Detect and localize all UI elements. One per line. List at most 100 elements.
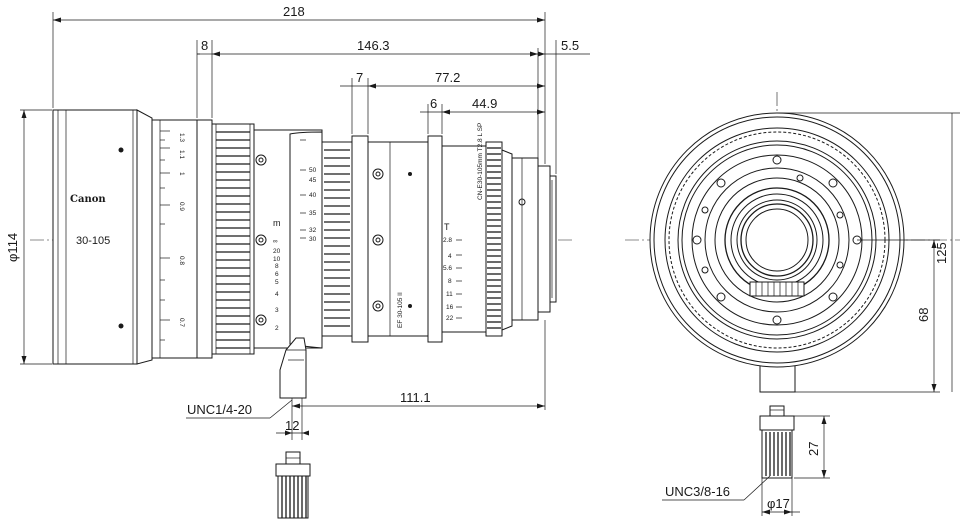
svg-text:4: 4 (275, 291, 279, 298)
svg-text:8: 8 (275, 263, 279, 270)
dim-overall-height: 125 (934, 242, 949, 264)
focus-screw-middle (255, 234, 267, 246)
iris-knurled-ring (485, 141, 503, 337)
rear-element (740, 203, 814, 277)
zoom-label-5: 0.8 (178, 256, 185, 265)
svg-text:16: 16 (446, 304, 454, 311)
front-screw-bottom (118, 323, 124, 329)
middle-screw-bottom (372, 300, 384, 312)
zoom-angle-ticks (300, 139, 306, 239)
zoom-scale-section (151, 119, 198, 359)
svg-text:2.8: 2.8 (443, 237, 452, 244)
dim-knob-height: 27 (806, 442, 821, 456)
dim-overall-length: 218 (283, 4, 305, 19)
side-view: 1.3 1.1 1 0.9 0.8 0.7 Canon 30-105 (30, 109, 572, 410)
svg-text:5: 5 (275, 279, 279, 286)
svg-text:8: 8 (448, 278, 452, 285)
serial-marking: EF 30-105 II (397, 292, 404, 328)
svg-text:50: 50 (309, 167, 317, 174)
svg-text:∞: ∞ (273, 238, 278, 245)
front-view (625, 92, 960, 393)
front-dimensions: 125 68 27 φ17 UNC3/8-16 (662, 112, 960, 516)
dim-mid-to-mount: 77.2 (435, 70, 460, 85)
dim-foot-to-mount: 111.1 (400, 390, 431, 405)
mid-ring (351, 135, 369, 343)
svg-text:20: 20 (273, 248, 281, 255)
brand-logo: Canon (70, 194, 106, 205)
side-knob-collar (275, 463, 311, 477)
rear-taper (501, 149, 513, 331)
zoom-label-6: 0.7 (178, 318, 185, 327)
rear-mount-body (511, 157, 539, 321)
focus-scale: ∞ 20 10 8 6 5 4 3 2 (273, 238, 281, 332)
dim-rear-ring: 6 (430, 96, 437, 111)
zoom-scale-ticks (160, 130, 170, 341)
dim-body-to-mount: 146.3 (357, 38, 390, 53)
front-focus-knob (759, 405, 795, 479)
mount-ring (704, 167, 850, 313)
thread-side-label: UNC1/4-20 (187, 402, 252, 417)
thread-front-label: UNC3/8-16 (665, 484, 730, 499)
focus-knurled-ring (321, 141, 353, 337)
front-knob-grip (761, 429, 793, 479)
dim-front-diameter: φ114 (5, 233, 20, 262)
zoom-label-1: 1.3 (178, 133, 185, 142)
front-knob-collar (759, 415, 795, 431)
zoom-label-2: 1.1 (178, 150, 185, 159)
svg-text:5.6: 5.6 (443, 265, 452, 272)
focus-unit: m (273, 218, 281, 228)
side-knob-grip (277, 475, 309, 519)
focus-screw-top (255, 154, 267, 166)
zoom-knurl-pattern (215, 124, 251, 354)
mount-flange (537, 165, 551, 313)
iris-unit: T (444, 222, 450, 232)
middle-screw-top (372, 168, 384, 180)
rear-element-outer (736, 199, 818, 281)
svg-text:32: 32 (309, 227, 317, 234)
side-dimensions: 218 8 146.3 5.5 7 77.2 6 44.9 (5, 4, 590, 440)
dim-foot-width: 12 (285, 418, 299, 433)
zoom-label-3: 1 (178, 172, 185, 176)
svg-text:4: 4 (448, 253, 452, 260)
svg-text:40: 40 (309, 192, 317, 199)
middle-dot-bottom (408, 304, 412, 308)
front-screw-top (118, 147, 124, 153)
dim-mid-ring: 7 (356, 70, 363, 85)
model-marking: CN-E30-105mm T2.8 L SP (477, 123, 484, 200)
svg-text:30: 30 (309, 236, 317, 243)
iris-scale: 2.8 4 5.6 8 11 16 22 (443, 237, 454, 322)
front-taper (136, 109, 153, 365)
dim-center-height: 68 (916, 308, 931, 322)
focus-screw-bottom (255, 314, 267, 326)
dim-front-ring: 8 (201, 38, 208, 53)
middle-dot-top (408, 172, 412, 176)
svg-text:10: 10 (273, 256, 281, 263)
zoom-knurled-ring (211, 123, 255, 355)
focus-knurl-pattern (324, 149, 350, 327)
mount-contacts (549, 175, 557, 303)
tripod-foot (279, 337, 307, 399)
rear-ring (427, 135, 443, 343)
svg-text:11: 11 (446, 291, 453, 298)
svg-text:45: 45 (309, 177, 317, 184)
zoom-angle-ring (289, 131, 323, 349)
side-focus-knob (275, 451, 311, 519)
iris-body (441, 145, 487, 333)
front-contacts (749, 281, 805, 297)
front-ring (196, 119, 213, 359)
svg-text:35: 35 (309, 210, 317, 217)
svg-text:22: 22 (446, 315, 454, 322)
front-knob-stem (769, 405, 785, 417)
middle-screw-center (372, 234, 384, 246)
zoom-range-label: 30-105 (76, 235, 110, 247)
dim-rear-to-mount: 44.9 (472, 96, 497, 111)
mount-pin (518, 198, 526, 206)
zoom-label-4: 0.9 (178, 202, 185, 211)
dim-flange-protrusion: 5.5 (561, 38, 579, 53)
svg-text:3: 3 (275, 307, 279, 314)
front-screws (692, 155, 862, 325)
dim-knob-diameter: φ17 (767, 496, 790, 511)
zoom-angle-scale: 50 45 40 35 32 30 (309, 167, 317, 243)
